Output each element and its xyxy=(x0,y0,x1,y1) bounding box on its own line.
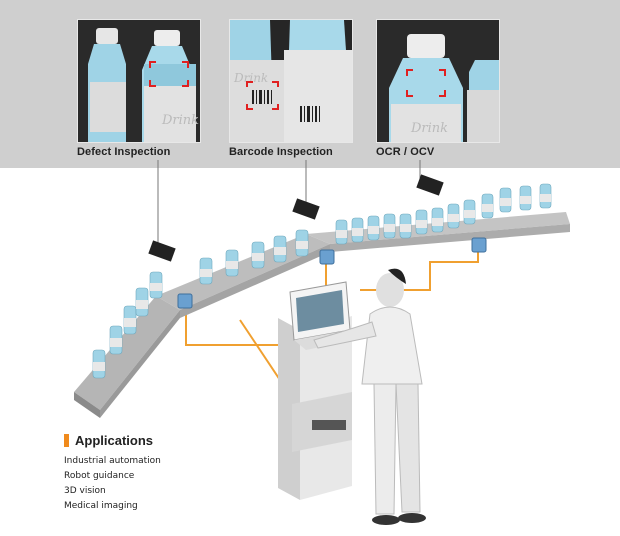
ocr-ocv-caption: OCR / OCV xyxy=(376,146,435,158)
application-item: Robot guidance xyxy=(64,471,135,481)
applications-heading: Applications xyxy=(64,433,161,448)
conveyor-sensor xyxy=(177,237,487,309)
inspection-camera xyxy=(148,174,444,262)
application-item: 3D vision xyxy=(64,486,106,496)
production-line-illustration xyxy=(74,160,570,525)
applications-list: Industrial automation Robot guidance 3D … xyxy=(64,454,161,514)
application-item: Medical imaging xyxy=(64,501,138,511)
application-item: Industrial automation xyxy=(64,456,161,466)
defect-inspection-caption: Defect Inspection xyxy=(77,146,171,158)
applications-title: Applications xyxy=(75,433,154,448)
bottle-row xyxy=(92,183,552,379)
applications-legend: Applications Industrial automation Robot… xyxy=(64,433,161,514)
ocr-ocv-panel: Drink xyxy=(376,19,500,143)
defect-inspection-panel: Drink xyxy=(77,19,201,143)
operator-figure xyxy=(313,268,426,525)
panel-bottle-label: Drink xyxy=(233,71,268,85)
orange-bullet-icon xyxy=(64,434,69,447)
barcode-inspection-caption: Barcode Inspection xyxy=(229,146,333,158)
barcode-inspection-panel: Drink xyxy=(229,19,353,143)
panel-bottle-label: Drink xyxy=(410,121,448,136)
panel-bottle-label: Drink xyxy=(161,113,199,128)
control-station xyxy=(278,281,364,500)
